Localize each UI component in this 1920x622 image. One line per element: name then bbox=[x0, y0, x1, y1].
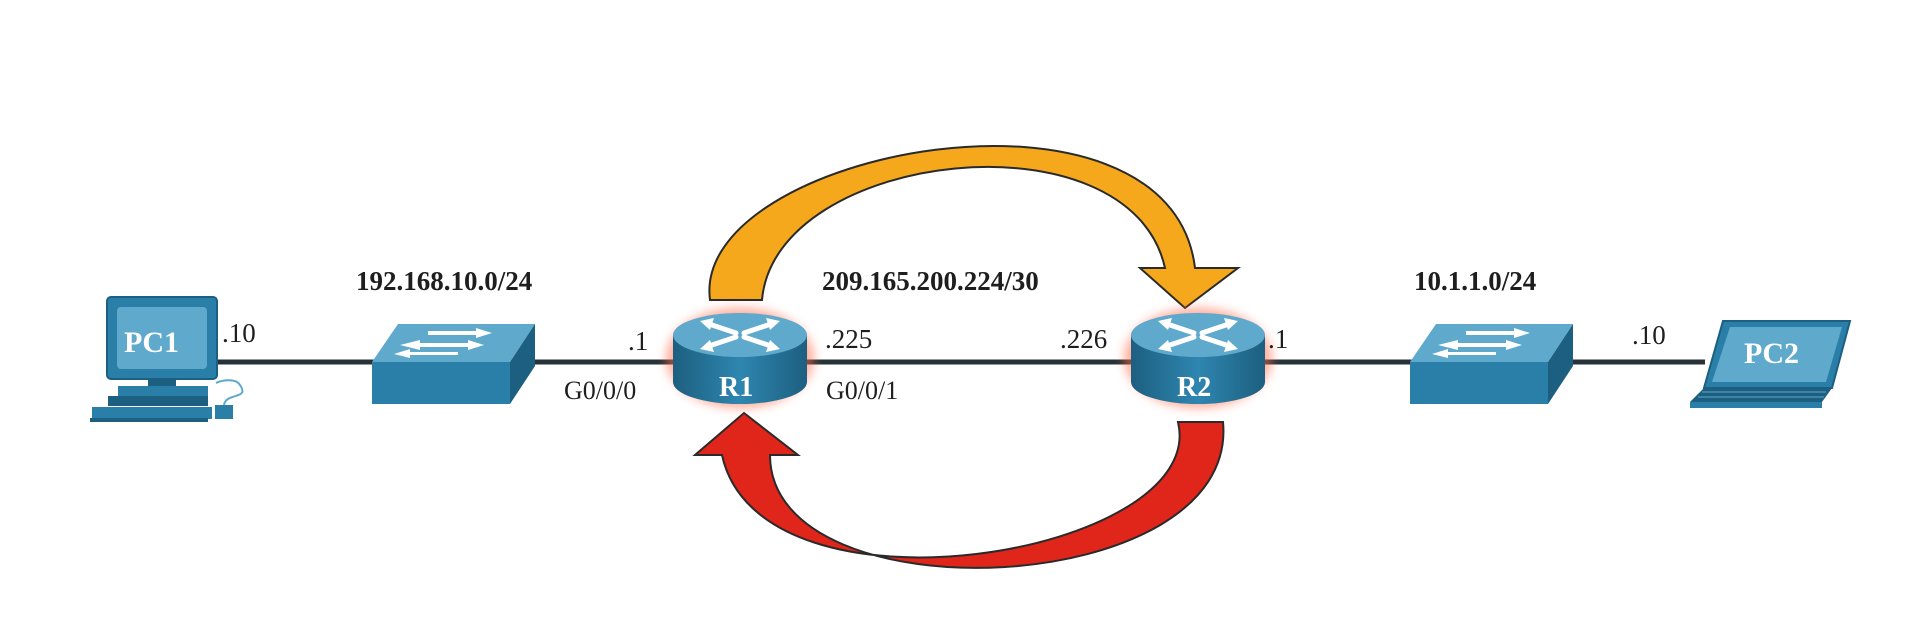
r1-label: R1 bbox=[719, 372, 754, 403]
pc2-address: .10 bbox=[1632, 320, 1666, 350]
arrow-r2-to-r1 bbox=[692, 411, 1225, 569]
switch2-icon[interactable] bbox=[1410, 324, 1573, 404]
r2-label: R2 bbox=[1177, 372, 1212, 403]
pc1-address: .10 bbox=[222, 318, 256, 348]
r1-router-icon[interactable] bbox=[666, 308, 814, 408]
r2-right-address: .1 bbox=[1268, 324, 1289, 354]
switch1-icon[interactable] bbox=[372, 324, 535, 404]
network-middle-label: 209.165.200.224/30 bbox=[822, 266, 1039, 296]
pc1-computer-icon[interactable] bbox=[90, 296, 244, 422]
r1-g000-address: .1 bbox=[628, 326, 649, 356]
r2-router-icon[interactable] bbox=[1124, 308, 1272, 408]
pc2-laptop-icon[interactable] bbox=[1690, 320, 1852, 408]
r1-g001-interface: G0/0/1 bbox=[826, 376, 899, 405]
pc2-label: PC2 bbox=[1744, 337, 1799, 370]
network-right-label: 10.1.1.0/24 bbox=[1414, 266, 1537, 296]
pc1-label: PC1 bbox=[124, 326, 179, 359]
network-left-label: 192.168.10.0/24 bbox=[356, 266, 533, 296]
r2-left-address: .226 bbox=[1060, 324, 1108, 354]
r1-g000-interface: G0/0/0 bbox=[564, 376, 637, 405]
arrow-r1-to-r2 bbox=[708, 145, 1241, 310]
r1-g001-address: .225 bbox=[825, 324, 873, 354]
